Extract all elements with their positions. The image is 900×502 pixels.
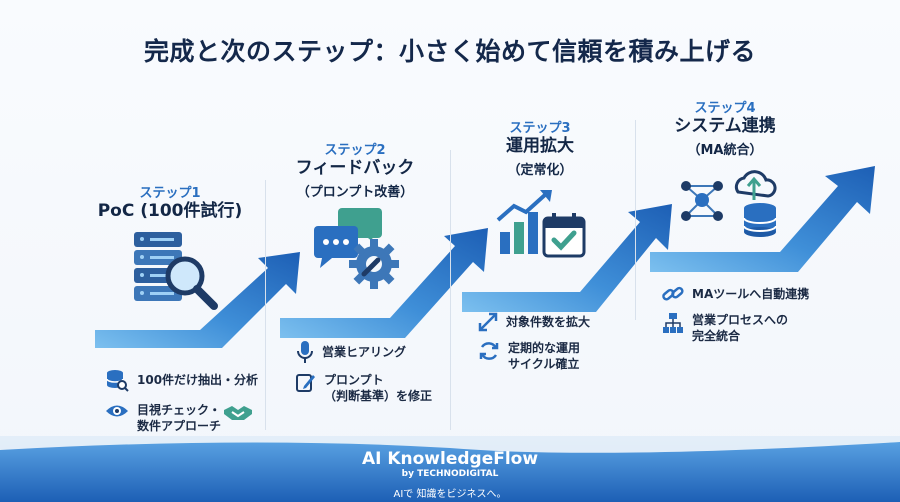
database-search-icon bbox=[134, 232, 218, 310]
step1-item-check: 目視チェック・ 数件アプローチ bbox=[105, 402, 221, 434]
step1-title: PoC (100件試行) bbox=[97, 201, 243, 221]
step4-item-integrate: 営業プロセスへの 完全統合 bbox=[662, 312, 788, 344]
step4-item-ma: MAツールへ自動連携 bbox=[662, 284, 809, 304]
divider bbox=[450, 150, 451, 430]
brand-tagline: AIで 知識をビジネスへ。 bbox=[393, 489, 507, 500]
refresh-cycle-icon bbox=[479, 342, 499, 360]
item-text: MAツールへ自動連携 bbox=[692, 287, 810, 301]
database-icon bbox=[106, 370, 129, 392]
step2-item-prompt: プロンプト （判断基準）を修正 bbox=[296, 372, 432, 404]
item-text: 定期的な運用 bbox=[508, 341, 581, 355]
step3-subtitle: （定常化） bbox=[507, 163, 573, 178]
network-cloud-database-icon bbox=[681, 170, 777, 237]
growth-chart-calendar-icon bbox=[496, 190, 586, 258]
step2-subtitle: （プロンプト改善） bbox=[296, 185, 414, 200]
divider bbox=[265, 180, 266, 430]
item-text: 目視チェック・ bbox=[137, 403, 221, 417]
step2-item-hearing: 営業ヒアリング bbox=[296, 340, 406, 364]
item-text: サイクル確立 bbox=[508, 357, 580, 371]
handshake-icon bbox=[224, 406, 252, 420]
item-text: 100件だけ抽出・分析 bbox=[137, 373, 259, 387]
step2-title: フィードバック bbox=[295, 158, 415, 178]
page-title: 完成と次のステップ：小さく始めて信頼を積み上げる bbox=[143, 37, 756, 66]
eye-icon bbox=[106, 405, 128, 417]
step1-label: ステップ1 bbox=[139, 186, 201, 201]
chat-gear-icon bbox=[314, 208, 399, 289]
step1-item-extract: 100件だけ抽出・分析 bbox=[105, 368, 258, 392]
expand-arrows-icon bbox=[478, 312, 498, 332]
item-text: 営業ヒアリング bbox=[322, 345, 407, 359]
brand-name: AI KnowledgeFlow bbox=[361, 449, 539, 469]
item-text: プロンプト bbox=[324, 373, 384, 387]
step4-subtitle: （MA統合） bbox=[687, 143, 763, 158]
divider bbox=[635, 120, 636, 320]
item-text: 営業プロセスへの bbox=[692, 313, 789, 327]
step4-title: システム連携 bbox=[674, 116, 776, 136]
step3-label: ステップ3 bbox=[509, 121, 571, 136]
step2-label: ステップ2 bbox=[324, 143, 386, 158]
item-text: 対象件数を拡大 bbox=[506, 315, 591, 329]
item-text: （判断基準）を修正 bbox=[324, 389, 433, 403]
step3-title: 運用拡大 bbox=[506, 136, 574, 156]
step3-item-expand: 対象件数を拡大 bbox=[478, 312, 590, 332]
step3-item-cycle: 定期的な運用 サイクル確立 bbox=[478, 340, 580, 372]
edit-icon bbox=[296, 374, 315, 392]
item-text: 完全統合 bbox=[692, 329, 741, 343]
org-chart-icon bbox=[663, 313, 683, 333]
link-icon bbox=[662, 286, 684, 301]
brand-byline: by TECHNODIGITAL bbox=[401, 469, 499, 479]
step4-label: ステップ4 bbox=[694, 101, 756, 116]
microphone-icon bbox=[297, 341, 313, 363]
item-text: 数件アプローチ bbox=[137, 419, 222, 433]
footer-wave bbox=[0, 436, 900, 453]
